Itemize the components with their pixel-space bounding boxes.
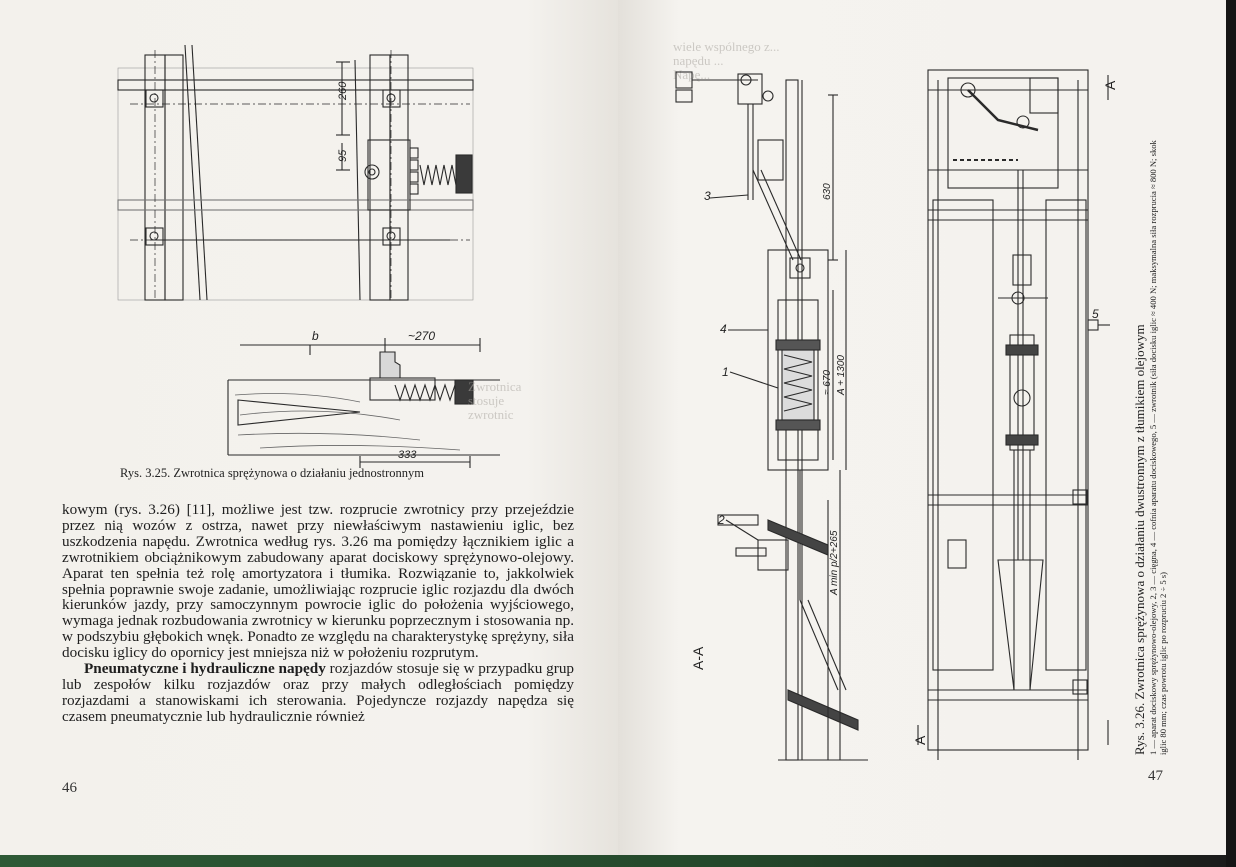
section-label-a-bottom: A bbox=[912, 735, 928, 745]
figure-3-26-drawing: 3 4 1 2 5 630 ≈ 670 A + 1300 A min p/2+2… bbox=[675, 69, 1118, 761]
dimension-333: 333 bbox=[398, 449, 417, 461]
figure-3-25-drawing: 260 95 b ~270 333 bbox=[117, 44, 500, 468]
bleed-through-text: wiele wspólnego z... napędu ... Napę... bbox=[673, 39, 780, 82]
body-paragraph-2-lead: Pneumatyczne i hydrauliczne napędy bbox=[84, 660, 326, 678]
label-1: 1 bbox=[722, 365, 729, 379]
bleed-through-text: Zwrotnica stosuje zwrotnic bbox=[468, 379, 522, 422]
dimension-b: b bbox=[312, 329, 319, 343]
dimension-670: ≈ 670 bbox=[822, 370, 833, 395]
body-paragraph-2-rest: rozjazdów stosuje się w przypadku grup l… bbox=[62, 660, 575, 725]
label-3: 3 bbox=[704, 189, 711, 203]
left-page: 260 95 b ~270 333 Zwrotnica stosuje zwro… bbox=[0, 0, 618, 855]
section-label-a-top: A bbox=[1102, 80, 1118, 90]
section-label-a-a: A-A bbox=[690, 646, 706, 670]
figure-3-25-caption: Rys. 3.25. Zwrotnica sprężynowa o działa… bbox=[120, 466, 424, 480]
body-paragraph-1: kowym (rys. 3.26) [11], możliwe jest tzw… bbox=[62, 501, 574, 662]
body-paragraph-2: Pneumatyczne i hydrauliczne napędy rozja… bbox=[62, 661, 574, 725]
dimension-95: 95 bbox=[337, 149, 349, 162]
label-4: 4 bbox=[720, 322, 727, 336]
figure-3-26-caption-legend-2: iglic 80 mm; czas powrotu iglic po rozpr… bbox=[1158, 572, 1168, 755]
page-number-right: 47 bbox=[1148, 768, 1163, 784]
dimension-630: 630 bbox=[822, 183, 833, 200]
dimension-270: ~270 bbox=[408, 329, 435, 343]
dimension-a-1300: A + 1300 bbox=[836, 355, 847, 396]
figure-3-26-caption-title: Rys. 3.26. Zwrotnica sprężynowa o działa… bbox=[1132, 324, 1147, 755]
scan-edge bbox=[1226, 0, 1236, 867]
label-5: 5 bbox=[1092, 307, 1099, 321]
body-text: kowym (rys. 3.26) [11], możliwe jest tzw… bbox=[62, 502, 574, 725]
figure-3-26-caption: Rys. 3.26. Zwrotnica sprężynowa o działa… bbox=[1132, 25, 1168, 755]
dimension-260: 260 bbox=[337, 81, 349, 101]
right-page: wiele wspólnego z... napędu ... Napę... bbox=[618, 0, 1226, 855]
dimension-a-min: A min p/2+265 bbox=[829, 530, 840, 596]
figure-3-26-caption-legend-1: 1 — aparat dociskowy sprężynowo-olejowy,… bbox=[1148, 140, 1158, 755]
page-number-left: 46 bbox=[62, 780, 77, 796]
book-binding-strip bbox=[0, 855, 1236, 867]
label-2: 2 bbox=[717, 513, 725, 527]
